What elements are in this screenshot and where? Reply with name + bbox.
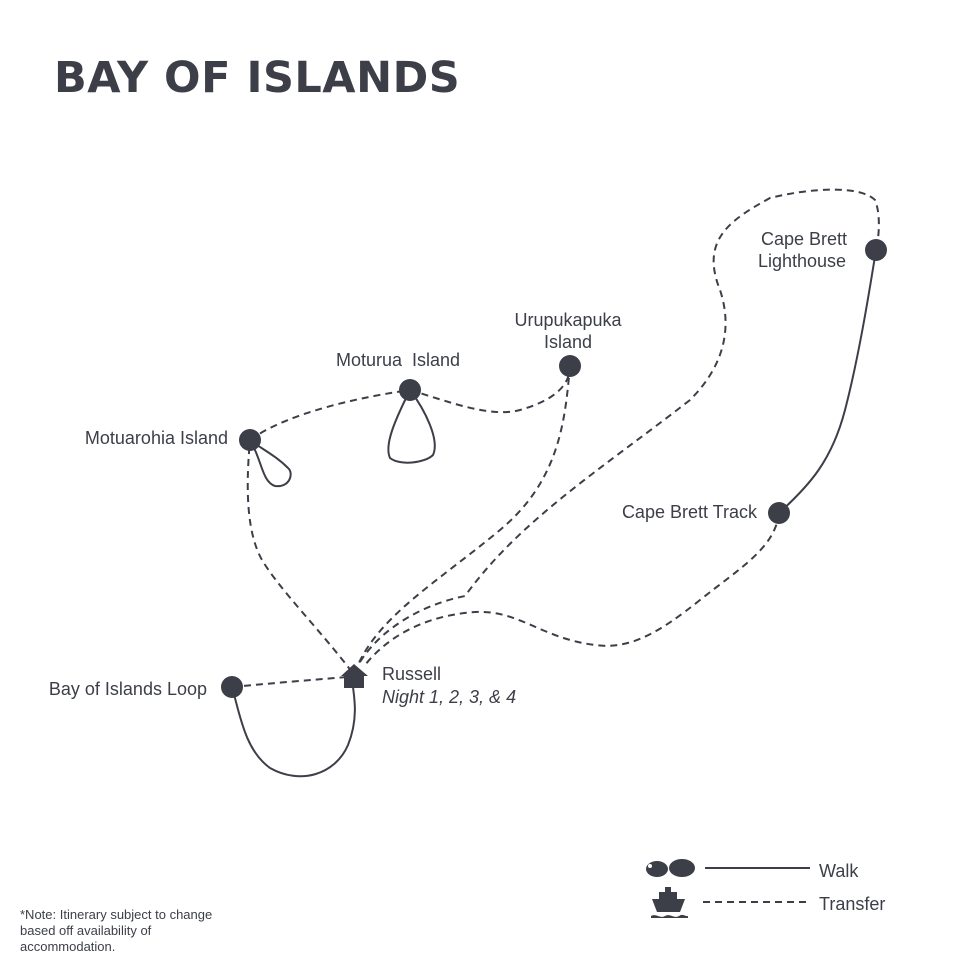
marker-cape-brett-track bbox=[768, 502, 790, 524]
transfer-route-urupukapuka-russell bbox=[357, 365, 571, 666]
footprints-icon bbox=[646, 854, 697, 877]
walk-route-cape-brett-track bbox=[778, 249, 877, 514]
transfer-route-moturua-urupukapuka bbox=[409, 365, 571, 414]
legend-transfer-label: Transfer bbox=[819, 894, 885, 914]
walk-routes bbox=[231, 249, 877, 778]
marker-motuarohia bbox=[239, 429, 261, 451]
transfer-route-track-russell bbox=[364, 512, 780, 666]
marker-urupukapuka bbox=[559, 355, 581, 377]
transfer-routes bbox=[231, 188, 880, 688]
marker-moturua bbox=[399, 379, 421, 401]
transfer-route-loop-russell bbox=[231, 676, 348, 688]
house-icon bbox=[341, 664, 368, 688]
label-urupukapuka-2: Island bbox=[544, 332, 592, 352]
walk-route-moturua-loop bbox=[387, 389, 436, 464]
map-title: BAY OF ISLANDS bbox=[54, 53, 461, 103]
legend-walk-label: Walk bbox=[819, 861, 859, 881]
label-cape-brett-track: Cape Brett Track bbox=[622, 502, 758, 522]
itinerary-note: *Note: Itinerary subject to change based… bbox=[20, 907, 213, 954]
transfer-route-russell-lighthouse bbox=[359, 188, 880, 663]
walk-route-bay-of-islands-loop bbox=[231, 679, 356, 778]
walk-route-motuarohia-loop bbox=[249, 439, 292, 488]
boat-icon bbox=[651, 887, 688, 918]
transfer-route-russell-motuarohia bbox=[246, 439, 353, 673]
label-moturua: Moturua Island bbox=[336, 350, 460, 370]
label-russell: Russell bbox=[382, 664, 441, 684]
marker-bay-of-islands-loop bbox=[221, 676, 243, 698]
label-cape-brett-lighthouse-1: Cape Brett bbox=[761, 229, 847, 249]
label-bay-of-islands-loop: Bay of Islands Loop bbox=[49, 679, 207, 699]
legend: Walk Transfer bbox=[646, 854, 885, 918]
transfer-route-motuarohia-moturua bbox=[249, 389, 411, 441]
location-markers bbox=[221, 239, 887, 698]
label-cape-brett-lighthouse-2: Lighthouse bbox=[758, 251, 846, 271]
label-urupukapuka-1: Urupukapuka bbox=[514, 310, 622, 330]
marker-cape-brett-lighthouse bbox=[865, 239, 887, 261]
label-motuarohia: Motuarohia Island bbox=[85, 428, 228, 448]
label-russell-nights: Night 1, 2, 3, & 4 bbox=[382, 687, 516, 707]
